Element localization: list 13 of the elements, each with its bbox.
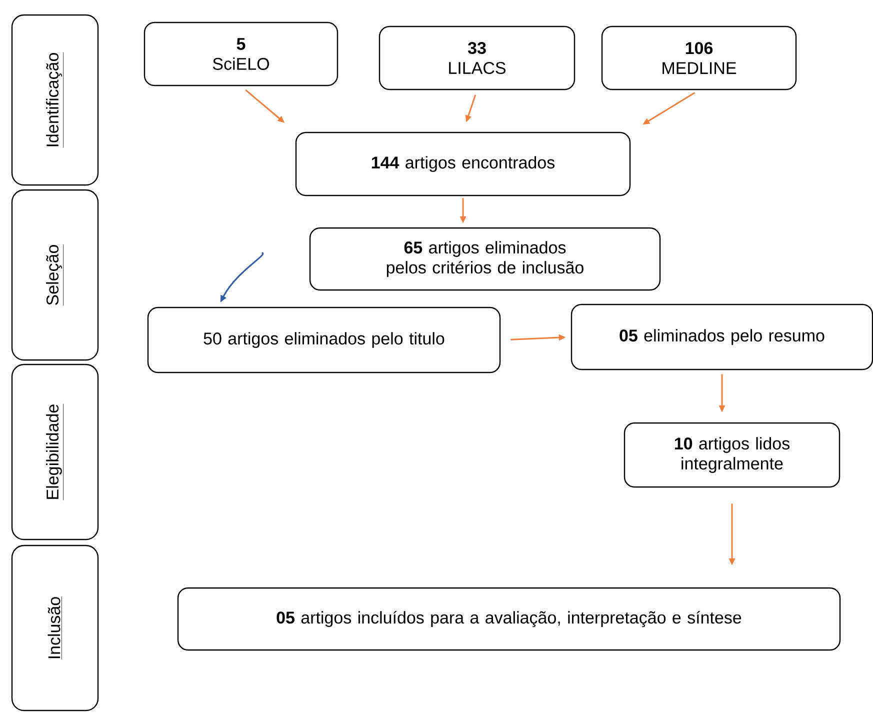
stage-tab: Seleção <box>11 189 99 361</box>
stage-tab: Identificação <box>11 14 99 186</box>
process-box: 05 eliminados pelo resumo <box>570 304 873 370</box>
stage-tab: Elegibilidade <box>11 364 99 540</box>
process-box: 106 MEDLINE <box>601 26 797 90</box>
process-box: 05 artigos incluídos para a avaliação, interpretação e síntese <box>177 587 841 651</box>
process-box: 5 SciELO <box>144 22 338 86</box>
process-box: 65 artigos eliminados pelos critérios de inclusão <box>309 227 661 291</box>
process-box: 144 artigos encontrados <box>295 132 631 196</box>
process-box: 50 artigos eliminados pelo titulo <box>147 306 501 374</box>
process-box: 33 LILACS <box>378 26 576 90</box>
process-box: 10 artigos lidos integralmente <box>624 422 840 488</box>
stage-tab: Inclusão <box>11 544 99 712</box>
